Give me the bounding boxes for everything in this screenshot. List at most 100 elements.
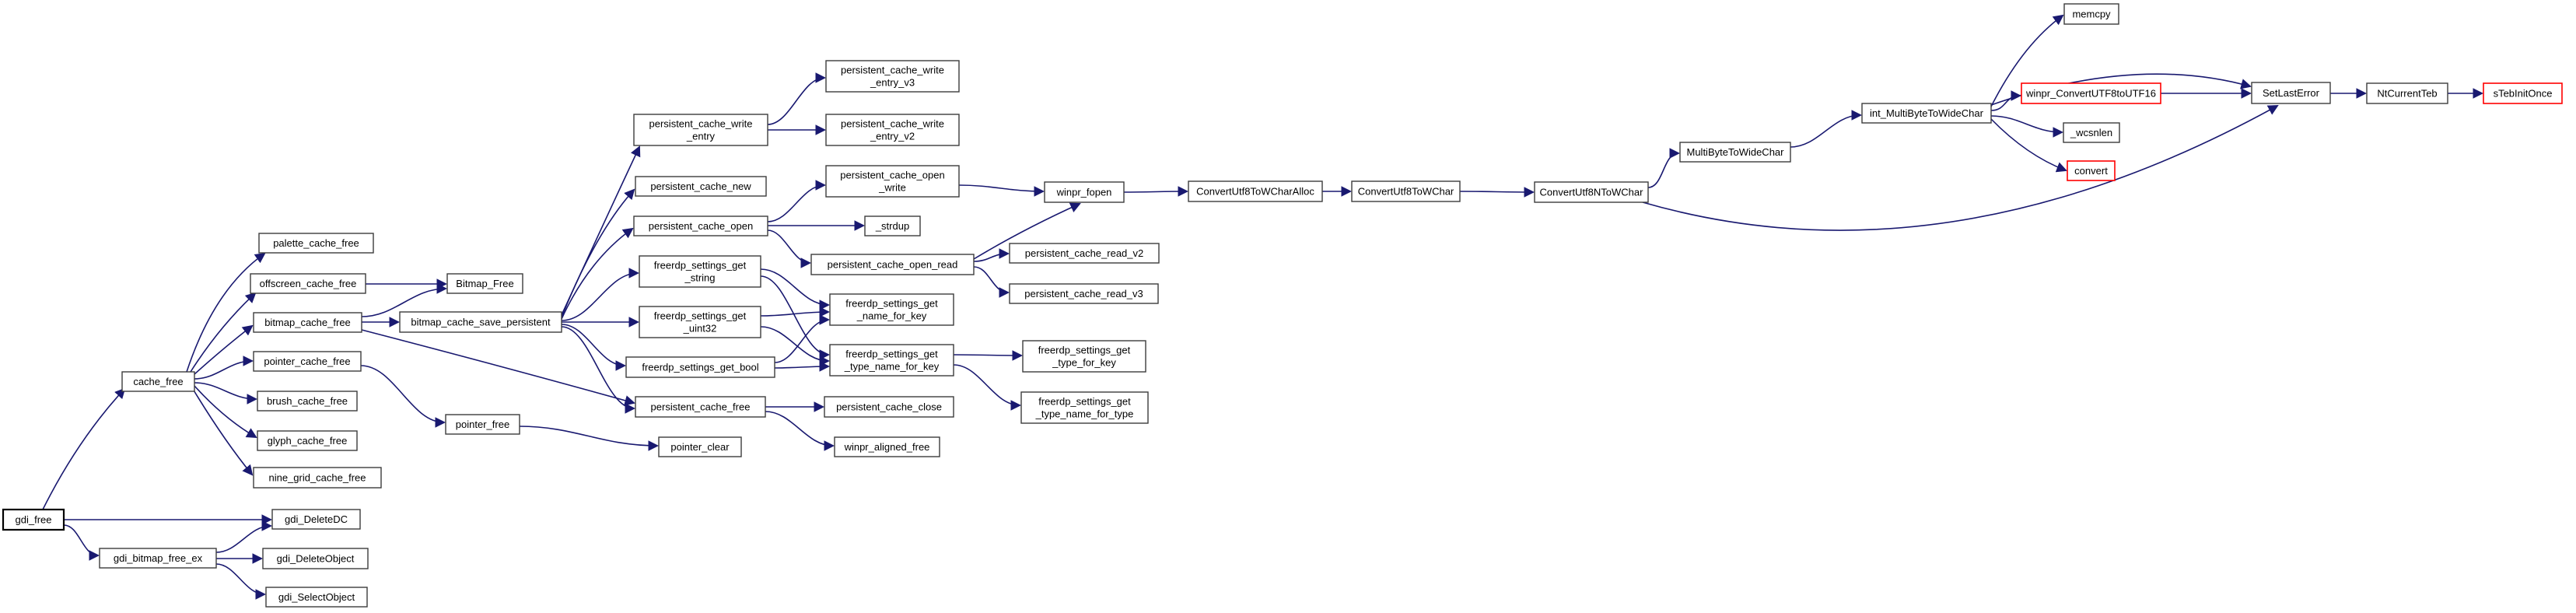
node-persistent_cache_free: persistent_cache_free [635, 396, 766, 418]
edge-persistent_cache_open--persistent_cache_open_read [767, 229, 812, 268]
persistent_cache_close-box[interactable] [824, 396, 954, 418]
node-int_MultiByteToWideChar: int_MultiByteToWideChar [1861, 103, 1992, 124]
node-sTebInitOnce: sTebInitOnce [2483, 82, 2563, 104]
ConvertUtf8ToWCharAlloc-box[interactable] [1188, 180, 1323, 202]
bitmap_cache_free-box[interactable] [253, 312, 362, 333]
node-freerdp_settings_get_type_name_for_key: freerdp_settings_get_type_name_for_key [829, 344, 954, 377]
pointer_clear-box[interactable] [658, 436, 742, 457]
persistent_cache_write_entry-box[interactable] [633, 114, 768, 146]
node-palette_cache_free: palette_cache_free [258, 233, 374, 254]
persistent_cache_open_read-box[interactable] [810, 254, 975, 275]
brush_cache_free-box[interactable] [257, 391, 358, 412]
edge-int_MultiByteToWideChar--memcpy [1990, 14, 2064, 107]
edge-persistent_cache_open_read--persistent_cache_read_v3 [973, 266, 1010, 298]
persistent_cache_free-box[interactable] [635, 396, 766, 418]
memcpy-box[interactable] [2063, 3, 2119, 25]
cache_free-box[interactable] [121, 371, 195, 392]
node-bitmap_cache_free: bitmap_cache_free [253, 312, 362, 333]
edge-persistent_cache_write_entry--persistent_cache_write_entry_v3 [767, 72, 827, 125]
edge-int_MultiByteToWideChar--_wcsnlen [1990, 115, 2064, 138]
edge-cache_free--palette_cache_free [186, 252, 266, 373]
nodes-layer: gdi_freecache_freepalette_cache_freeoffs… [2, 3, 2563, 608]
edge-persistent_cache_open_read--winpr_fopen [973, 202, 1081, 260]
node-nine_grid_cache_free: nine_grid_cache_free [253, 467, 382, 489]
edge-bitmap_cache_save_persistent--freerdp_settings_get_string [561, 268, 640, 321]
gdi_free-box[interactable] [2, 508, 65, 531]
SetLastError-box[interactable] [2251, 82, 2331, 104]
NtCurrentTeb-box[interactable] [2366, 82, 2448, 104]
edge-cache_free--pointer_cache_free [194, 356, 254, 380]
freerdp_settings_get_uint32-box[interactable] [639, 306, 761, 338]
ConvertUtf8NToWChar-box[interactable] [1534, 181, 1649, 203]
freerdp_settings_get_type_name_for_key-box[interactable] [829, 344, 954, 377]
edge-freerdp_settings_get_string--freerdp_settings_get_type_name_for_key [760, 275, 831, 360]
winpr_fopen-box[interactable] [1044, 181, 1125, 203]
node-persistent_cache_write_entry_v2: persistent_cache_write_entry_v2 [825, 114, 960, 146]
node-memcpy: memcpy [2063, 3, 2119, 25]
freerdp_settings_get_bool-box[interactable] [625, 356, 775, 378]
convert-box[interactable] [2067, 160, 2116, 181]
edge-persistent_cache_open_write--winpr_fopen [958, 184, 1045, 197]
edge-gdi_bitmap_free_ex--gdi_SelectObject [215, 563, 267, 600]
sTebInitOnce-box[interactable] [2483, 82, 2563, 104]
node-freerdp_settings_get_uint32: freerdp_settings_get_uint32 [639, 306, 761, 338]
persistent_cache_new-box[interactable] [635, 176, 767, 197]
persistent_cache_read_v2-box[interactable] [1009, 243, 1160, 264]
node-persistent_cache_open_read: persistent_cache_open_read [810, 254, 975, 275]
persistent_cache_open-box[interactable] [633, 215, 768, 236]
persistent_cache_open_write-box[interactable] [825, 165, 960, 198]
_wcsnlen-box[interactable] [2063, 122, 2120, 143]
node-persistent_cache_read_v2: persistent_cache_read_v2 [1009, 243, 1160, 264]
pointer_free-box[interactable] [445, 414, 520, 435]
node-winpr_fopen: winpr_fopen [1044, 181, 1125, 203]
edges-layer [42, 14, 2484, 600]
node-bitmap_cache_save_persistent: bitmap_cache_save_persistent [399, 311, 562, 333]
node-persistent_cache_new: persistent_cache_new [635, 176, 767, 197]
int_MultiByteToWideChar-box[interactable] [1861, 103, 1992, 124]
edge-int_MultiByteToWideChar--convert [1990, 118, 2067, 173]
Bitmap_Free-box[interactable] [446, 273, 523, 294]
ConvertUtf8ToWChar-box[interactable] [1351, 180, 1461, 202]
node-pointer_clear: pointer_clear [658, 436, 742, 457]
node-freerdp_settings_get_type_name_for_type: freerdp_settings_get_type_name_for_type [1020, 391, 1149, 424]
persistent_cache_write_entry_v2-box[interactable] [825, 114, 960, 146]
node-glyph_cache_free: glyph_cache_free [257, 430, 358, 451]
winpr_ConvertUTF8toUTF16-box[interactable] [2021, 82, 2161, 104]
freerdp_settings_get_string-box[interactable] [639, 255, 761, 288]
bitmap_cache_save_persistent-box[interactable] [399, 311, 562, 333]
gdi_bitmap_free_ex-box[interactable] [99, 548, 217, 569]
edge-gdi_bitmap_free_ex--gdi_DeleteDC [215, 520, 273, 553]
node-freerdp_settings_get_type_for_key: freerdp_settings_get_type_for_key [1022, 340, 1146, 373]
nine_grid_cache_free-box[interactable] [253, 467, 382, 489]
node-gdi_DeleteObject: gdi_DeleteObject [262, 548, 369, 569]
persistent_cache_write_entry_v3-box[interactable] [825, 60, 960, 93]
gdi_DeleteObject-box[interactable] [262, 548, 369, 569]
MultiByteToWideChar-box[interactable] [1679, 142, 1791, 163]
offscreen_cache_free-box[interactable] [250, 273, 366, 294]
node-winpr_aligned_free: winpr_aligned_free [834, 436, 940, 457]
node-SetLastError: SetLastError [2251, 82, 2331, 104]
edge-freerdp_settings_get_string--freerdp_settings_get_name_for_key [760, 268, 831, 310]
gdi_SelectObject-box[interactable] [265, 587, 368, 608]
node-persistent_cache_write_entry: persistent_cache_write_entry [633, 114, 768, 146]
winpr_aligned_free-box[interactable] [834, 436, 940, 457]
edge-bitmap_cache_save_persistent--persistent_cache_open [561, 227, 634, 320]
pointer_cache_free-box[interactable] [253, 351, 362, 372]
palette_cache_free-box[interactable] [258, 233, 374, 254]
edge-gdi_free--gdi_bitmap_free_ex [63, 524, 100, 561]
gdi_DeleteDC-box[interactable] [271, 509, 361, 530]
node-_wcsnlen: _wcsnlen [2063, 122, 2120, 143]
node-NtCurrentTeb: NtCurrentTeb [2366, 82, 2448, 104]
edge-bitmap_cache_save_persistent--persistent_cache_free [561, 326, 636, 414]
edge-bitmap_cache_save_persistent--persistent_cache_new [561, 188, 635, 318]
_strdup-box[interactable] [864, 215, 921, 236]
freerdp_settings_get_type_name_for_type-box[interactable] [1020, 391, 1149, 424]
persistent_cache_read_v3-box[interactable] [1009, 283, 1159, 304]
edge-freerdp_settings_get_bool--freerdp_settings_get_name_for_key [774, 314, 831, 363]
edge-gdi_free--cache_free [42, 387, 126, 510]
freerdp_settings_get_type_for_key-box[interactable] [1022, 340, 1146, 373]
glyph_cache_free-box[interactable] [257, 430, 358, 451]
freerdp_settings_get_name_for_key-box[interactable] [829, 293, 954, 326]
